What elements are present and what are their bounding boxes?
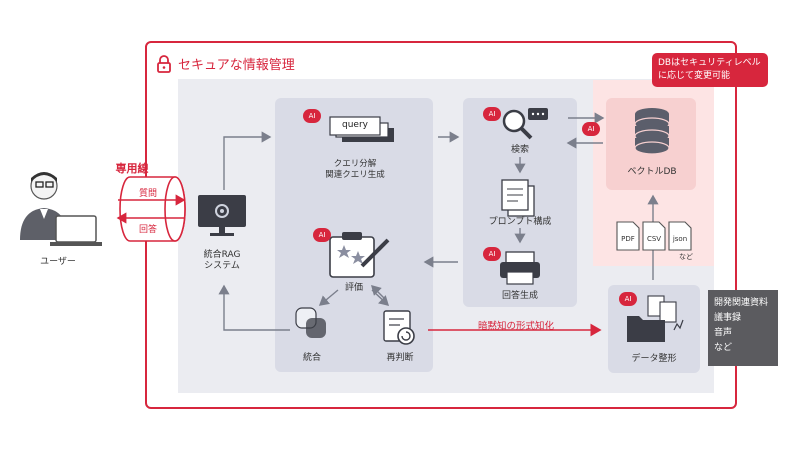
json-file-icon	[668, 221, 692, 251]
database-icon	[634, 108, 670, 155]
pdf-label: PDF	[621, 235, 635, 243]
user-icon	[20, 172, 102, 246]
db-callout-line1: DBはセキュリティレベル	[658, 58, 761, 68]
evaluation-label: 評価	[344, 283, 363, 293]
db-callout: DBはセキュリティレベル に応じて変更可能	[652, 53, 768, 87]
secure-zone-header: セキュアな情報管理	[156, 54, 295, 73]
csv-label: CSV	[646, 235, 662, 243]
sources-list: 開発関連資料 議事録 音声 など	[714, 296, 768, 356]
secure-zone-title: セキュアな情報管理	[178, 58, 295, 73]
folder-icon	[627, 295, 684, 342]
merge-icon	[295, 307, 326, 338]
monitor-icon	[198, 195, 246, 236]
files-etc-label: など	[679, 253, 693, 261]
clipboard-icon	[329, 232, 390, 278]
query-stack-icon	[329, 116, 394, 142]
merge-label: 統合	[302, 353, 321, 363]
query-text: query	[342, 120, 368, 130]
prompt-label: プロンプト構成	[488, 217, 552, 227]
sources-box	[708, 290, 778, 366]
ai-badge-answer: AI	[483, 247, 501, 261]
ai-badge-query: AI	[303, 109, 321, 123]
dedicated-line-pipe	[119, 176, 186, 242]
search-icon	[502, 108, 548, 140]
query-line1: クエリ分解	[333, 159, 377, 169]
rag-system-label: 統合RAG システム	[190, 250, 254, 272]
vector-db-label: ベクトルDB	[627, 167, 677, 177]
source-item: 音声	[714, 328, 733, 338]
user-label: ユーザー	[40, 257, 76, 267]
source-item: 議事録	[714, 313, 742, 323]
rag-line2: システム	[204, 261, 240, 271]
data-shaping-label: データ整形	[631, 354, 677, 364]
arrow-merge-to-rag	[218, 284, 290, 331]
tacit-knowledge-label: 暗黙知の形式知化	[477, 321, 554, 332]
pdf-file-icon	[616, 221, 640, 251]
csv-file-icon	[642, 221, 666, 251]
search-label: 検索	[510, 145, 529, 155]
question-label: 質問	[138, 189, 157, 199]
db-callout-line2: に応じて変更可能	[658, 71, 731, 81]
printer-icon	[500, 251, 540, 285]
rejudge-icon	[383, 310, 415, 345]
arrow-rejudge-to-eval	[371, 285, 387, 301]
ai-badge-eval: AI	[313, 228, 331, 242]
query-line2: 関連クエリ生成	[325, 170, 385, 180]
source-item: 開発関連資料	[714, 298, 769, 308]
arrow-rag-to-query	[223, 131, 272, 190]
dedicated-line-label: 専用線	[115, 162, 149, 175]
rejudge-label: 再判断	[386, 353, 414, 363]
rag-line1: 統合RAG	[203, 250, 241, 260]
arrow-eval-to-rejudge	[371, 289, 390, 306]
query-label: クエリ分解 関連クエリ生成	[300, 159, 410, 181]
ai-badge-search: AI	[483, 107, 501, 121]
ai-badge-shaping: AI	[619, 292, 637, 306]
json-label: json	[672, 235, 688, 243]
arrow-eval-to-merge	[318, 289, 339, 306]
ai-badge-db: AI	[582, 122, 600, 136]
prompt-document-icon	[501, 179, 535, 217]
source-item: など	[714, 343, 733, 353]
lock-icon	[156, 54, 172, 73]
answer-gen-label: 回答生成	[501, 291, 538, 301]
answer-label: 回答	[138, 225, 157, 235]
